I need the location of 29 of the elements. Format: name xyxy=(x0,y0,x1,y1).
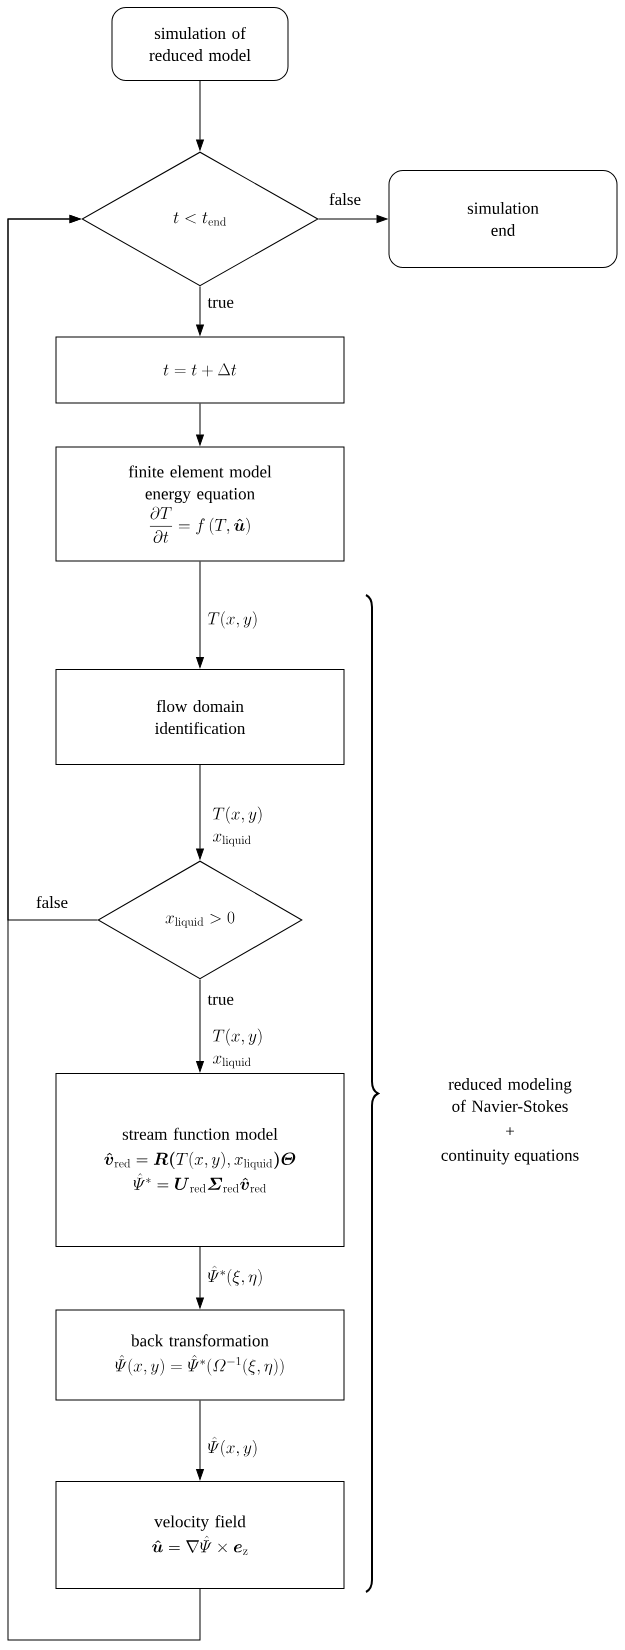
process-box: stream function model $\boldsymbol{\hat{v}}_{\mathrm{red}} = \boldsymbol{R(}T(x,y), x_{\mathrm{liquid}}\boldsymbol{)}\boldsymbol{\varTheta}$ $\hat{\varPsi}^{*} = \boldsymbol{U}_{\mathrm{red}}\boldsymbol{\varSigma}_{\mathrm{red}}\boldsymbol{\hat{v}}_{\mathrm{red}}$ xyxy=(55,1073,345,1247)
edge-label: $T(x,y)$ xyxy=(206,610,260,630)
edge-label: true xyxy=(206,297,235,309)
terminal-box: simulation end xyxy=(388,170,618,268)
arrow xyxy=(196,286,204,336)
arrow xyxy=(196,979,204,1072)
annotation-text: continuity equations xyxy=(441,1149,579,1165)
edge-label: $\begin{array}{l}T(x,y)\\x_{\mathrm{liquid}}\end{array}$ xyxy=(206,803,270,849)
process-box: finite element model energy equation $\frac{\partial T}{\partial t} = f\,(T, \boldsymbol{\hat{u}})$ xyxy=(55,446,345,562)
arrow xyxy=(318,215,388,223)
arrow xyxy=(196,764,204,860)
arrow xyxy=(7,215,201,1641)
terminal-box: simulation of reduced model xyxy=(111,7,289,81)
arrow xyxy=(196,80,204,151)
process-box: velocity field $\boldsymbol{\hat{u}} = \nabla\hat{\varPsi} \times \boldsymbol{e}_{\mathrm{z}}$ xyxy=(55,1481,345,1589)
process-box: back transformation $\hat{\varPsi}(x,y) = \hat{\varPsi}^{*}(\varOmega^{-1}(\xi,\eta))$ xyxy=(55,1309,345,1401)
arrow xyxy=(196,1246,204,1309)
arrow xyxy=(196,1400,204,1480)
arrow xyxy=(196,561,204,668)
process-box: $t = t + \Delta t$ xyxy=(55,336,345,404)
annotation-text: reduced modeling of Navier-Stokes xyxy=(448,1078,572,1112)
annotation-text: + xyxy=(506,1127,514,1136)
edge-label: false xyxy=(327,191,363,207)
edge-label: $\hat{\varPsi}(x,y)$ xyxy=(206,1435,259,1459)
arrow xyxy=(196,403,204,446)
edge-label: $\hat{\varPsi}^{*}(\xi,\eta)$ xyxy=(206,1264,265,1288)
edge-label: false xyxy=(34,894,70,910)
process-box: flow domain identification xyxy=(55,669,345,765)
edge-label: true xyxy=(206,994,235,1006)
